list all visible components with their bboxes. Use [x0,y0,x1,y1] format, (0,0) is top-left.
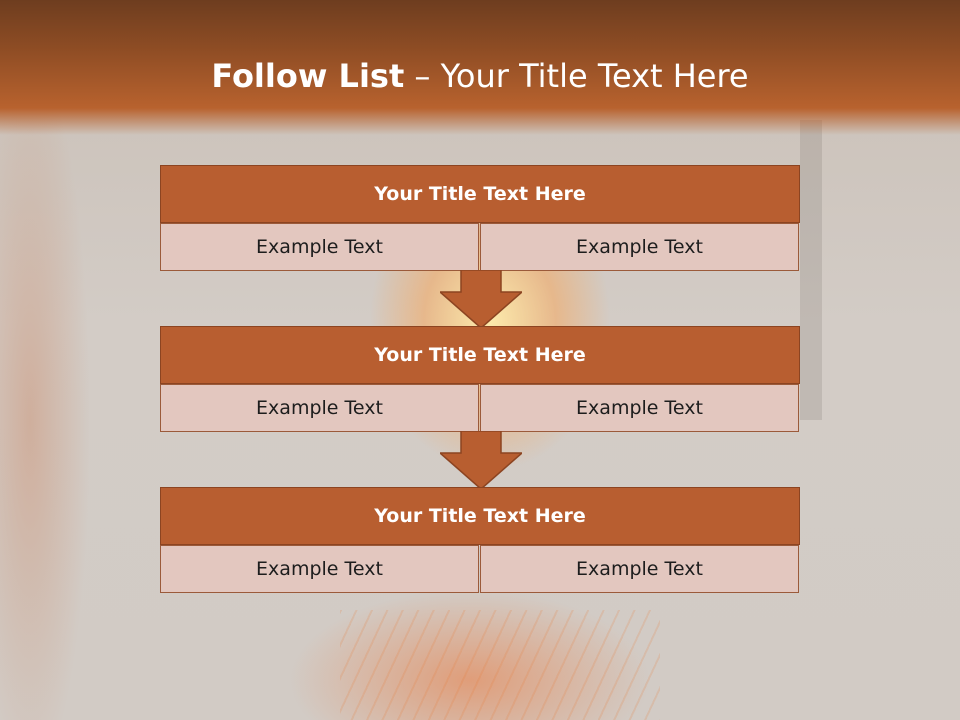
slide-title-rest: – Your Title Text Here [414,57,749,95]
step-text-left: Example Text [160,223,479,271]
step-text-right: Example Text [480,223,799,271]
step-block-1: Your Title Text Here Example Text Exampl… [160,165,800,271]
slide-title: Follow List – Your Title Text Here [0,50,960,102]
step-title: Your Title Text Here [160,165,800,223]
step-text-right: Example Text [480,545,799,593]
background-sparks [340,610,660,720]
down-arrow-icon [440,431,522,490]
step-text-right: Example Text [480,384,799,432]
step-block-2: Your Title Text Here Example Text Exampl… [160,326,800,432]
step-title: Your Title Text Here [160,487,800,545]
step-title: Your Title Text Here [160,326,800,384]
down-arrow-icon [440,270,522,329]
title-bar [0,0,960,135]
step-text-left: Example Text [160,384,479,432]
background-window-frame [800,120,822,420]
slide-title-bold: Follow List [211,57,405,95]
step-block-3: Your Title Text Here Example Text Exampl… [160,487,800,593]
step-text-left: Example Text [160,545,479,593]
